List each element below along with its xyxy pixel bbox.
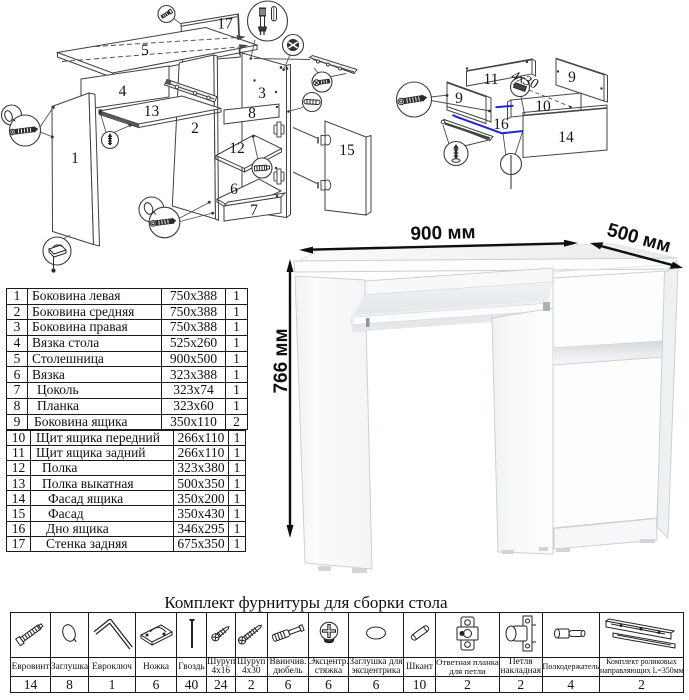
svg-text:6: 6 [230, 181, 238, 198]
svg-text:4: 4 [119, 83, 127, 100]
svg-text:11: 11 [484, 71, 499, 88]
svg-text:16: 16 [493, 116, 509, 133]
svg-text:1: 1 [71, 150, 79, 167]
svg-text:900 мм: 900 мм [410, 222, 476, 245]
svg-text:12: 12 [229, 140, 245, 157]
svg-text:766 мм: 766 мм [271, 328, 292, 393]
svg-text:9: 9 [455, 90, 463, 107]
svg-text:9: 9 [568, 69, 576, 86]
svg-text:17: 17 [217, 16, 233, 33]
svg-text:14: 14 [558, 129, 574, 146]
svg-text:10: 10 [535, 98, 551, 115]
svg-text:5: 5 [141, 42, 149, 59]
svg-text:8: 8 [248, 105, 256, 122]
svg-text:2: 2 [191, 120, 199, 137]
svg-text:13: 13 [144, 103, 160, 120]
svg-text:3: 3 [258, 85, 266, 102]
svg-text:7: 7 [250, 202, 258, 219]
svg-text:15: 15 [339, 142, 355, 159]
